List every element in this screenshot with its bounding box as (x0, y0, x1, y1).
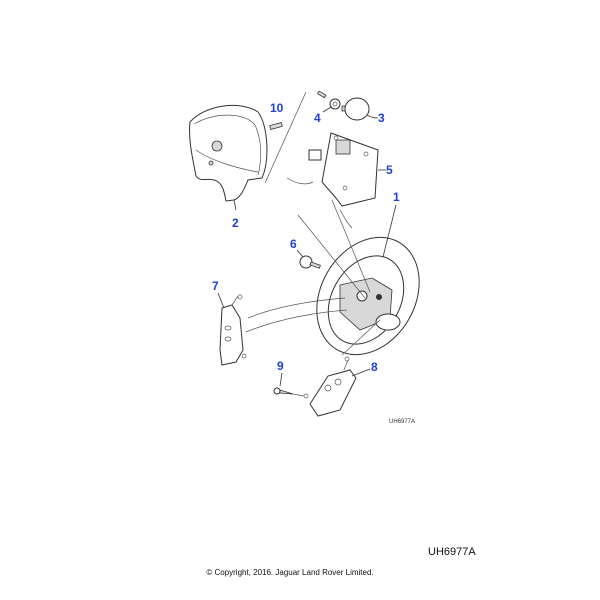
callout-2[interactable]: 2 (232, 216, 239, 230)
callout-1[interactable]: 1 (393, 190, 400, 204)
illustration-reference: UH6977A (428, 546, 476, 558)
callout-6[interactable]: 6 (290, 237, 297, 251)
right-switch-pack-part[interactable] (292, 356, 357, 417)
callout-4[interactable]: 4 (314, 111, 321, 125)
pin-part[interactable] (269, 122, 283, 130)
control-module-bracket-part[interactable] (286, 132, 379, 229)
copyright-notice: © Copyright, 2016. Jaguar Land Rover Lim… (206, 568, 374, 577)
screw-part[interactable] (299, 255, 321, 269)
cap-part[interactable] (341, 97, 370, 121)
bolt-part[interactable] (316, 90, 341, 110)
callout-9[interactable]: 9 (277, 359, 284, 373)
callout-3[interactable]: 3 (378, 111, 385, 125)
diagram-reference-code: UH6977A (389, 419, 415, 425)
callout-10[interactable]: 10 (270, 101, 284, 115)
airbag-cover-part[interactable] (189, 104, 268, 202)
callout-8[interactable]: 8 (371, 360, 378, 374)
callout-5[interactable]: 5 (386, 163, 393, 177)
screw-small-part[interactable] (273, 387, 294, 395)
callout-7[interactable]: 7 (212, 279, 219, 293)
left-switch-pack-part[interactable] (219, 294, 247, 366)
steering-wheel-part[interactable] (296, 219, 439, 373)
